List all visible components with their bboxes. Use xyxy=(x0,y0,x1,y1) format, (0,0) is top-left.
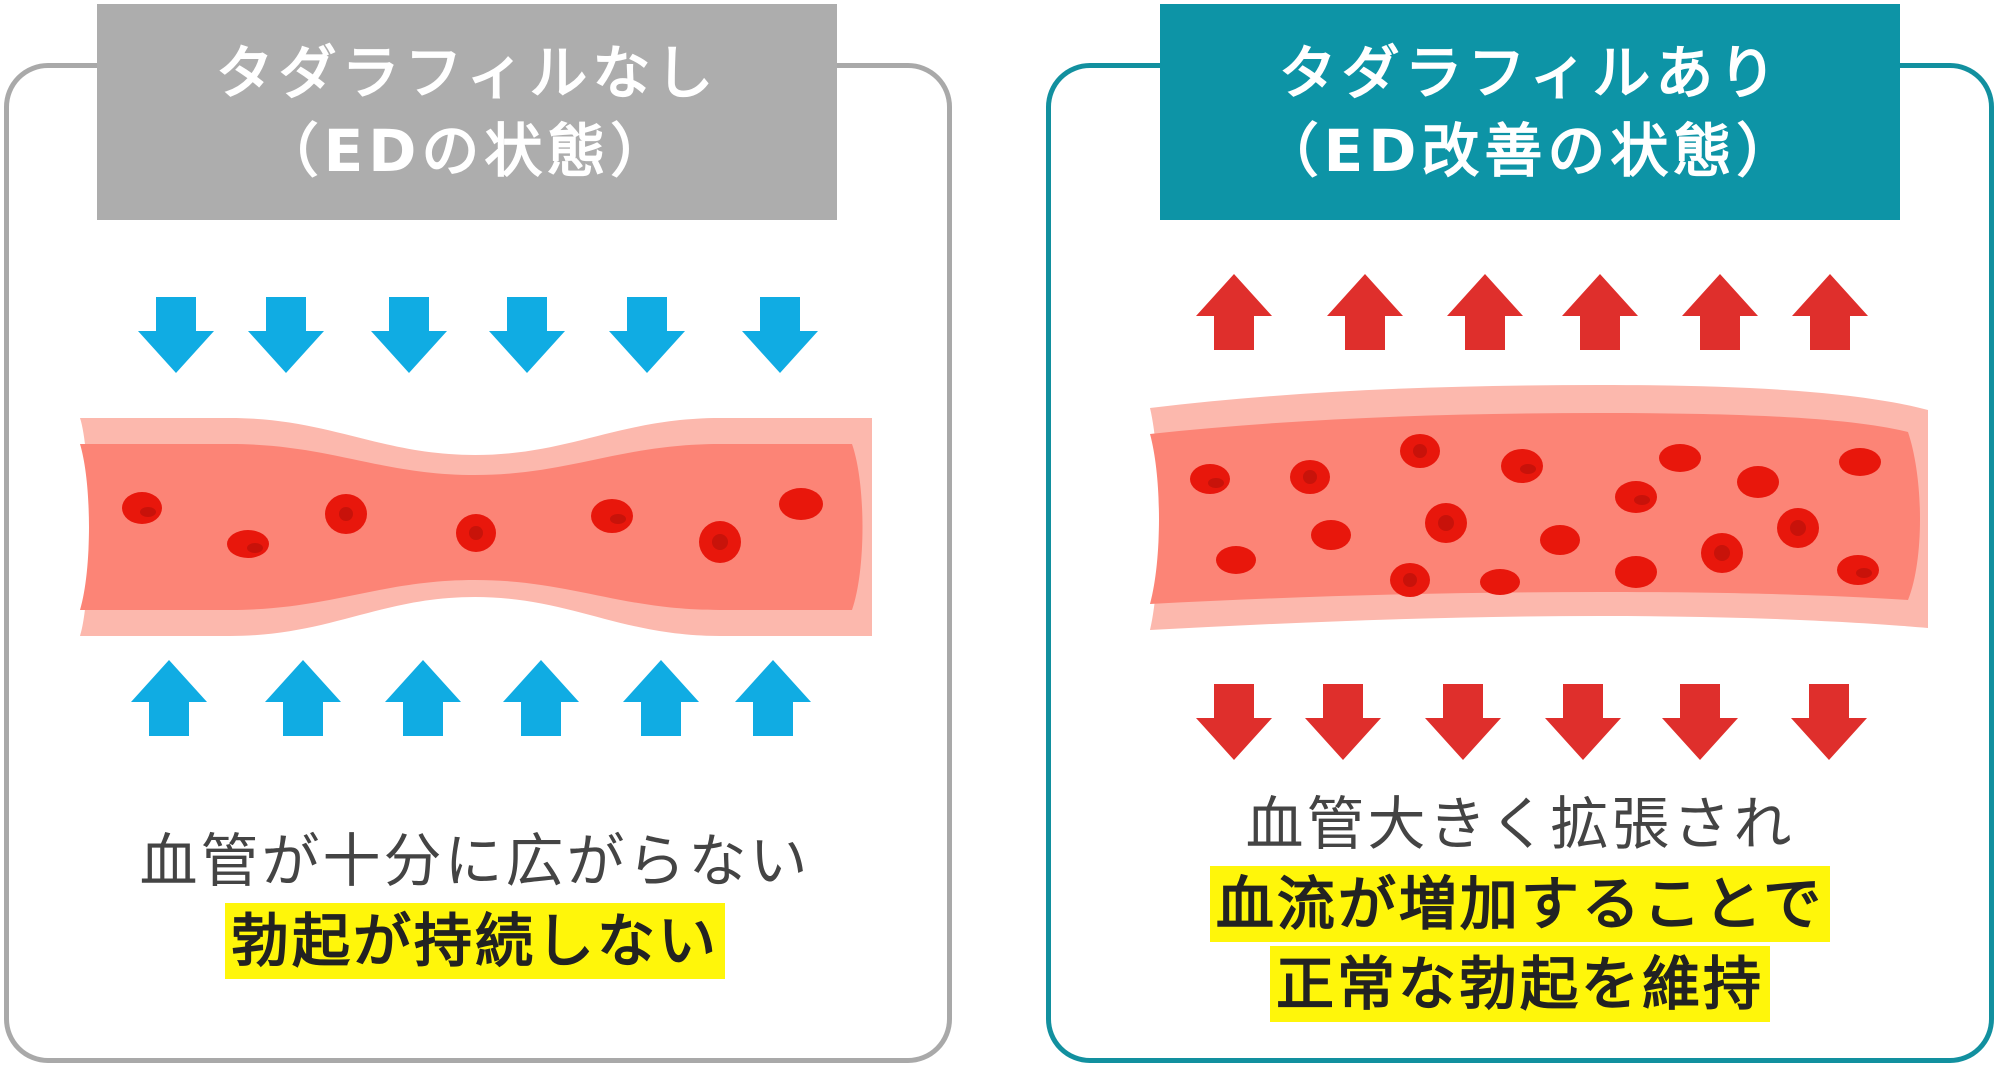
right-caption-highlight-2: 正常な勃起を維持 xyxy=(1269,946,1770,1022)
left-caption-line1: 血管が十分に広がらない xyxy=(139,827,811,895)
left-title-line2: （EDの状態） xyxy=(260,117,674,185)
right-arrows-up xyxy=(1196,274,1868,350)
right-caption-line1: 血管大きく拡張され xyxy=(1245,790,1795,858)
right-caption-highlight-1: 血流が増加することで xyxy=(1209,866,1831,942)
right-vessel-lumen xyxy=(1150,413,1920,604)
left-arrows-down xyxy=(138,297,818,373)
left-vessel xyxy=(80,418,872,636)
right-arrows-down xyxy=(1196,684,1867,760)
right-title-line1: タダラフィルあり xyxy=(1278,39,1782,107)
right-caption: 血管大きく拡張され 血流が増加することで 正常な勃起を維持 xyxy=(1090,786,1950,1026)
left-caption: 血管が十分に広がらない 勃起が持続しない xyxy=(60,823,890,983)
left-arrows-up xyxy=(131,660,811,736)
left-caption-highlight: 勃起が持続しない xyxy=(224,903,725,979)
left-panel-header: タダラフィルなし （EDの状態） xyxy=(97,4,837,220)
left-title-line1: タダラフィルなし xyxy=(215,39,719,107)
right-vessel xyxy=(1150,385,1928,630)
right-panel-header: タダラフィルあり （ED改善の状態） xyxy=(1160,4,1900,220)
right-title-line2: （ED改善の状態） xyxy=(1260,117,1800,185)
